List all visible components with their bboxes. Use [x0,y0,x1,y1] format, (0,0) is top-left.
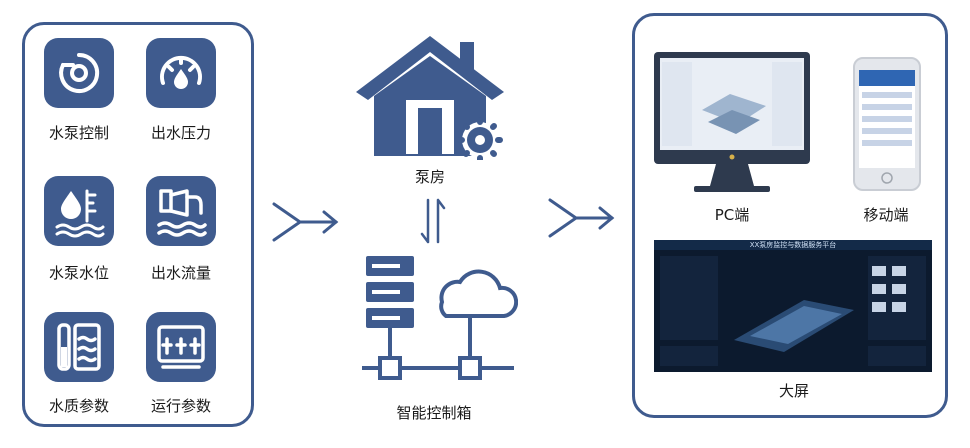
sensor-label: 水泵控制 [48,124,109,142]
operation-params-icon [146,312,216,382]
big-screen-title: XX泵房监控与数据服务平台 [749,241,837,249]
water-quality-icon [44,312,114,382]
pc-monitor-icon [654,52,810,192]
bidirectional-arrow-icon [420,198,446,244]
bigscreen-label: 大屏 [778,382,809,400]
pump-control-icon [44,38,114,108]
flow-arrow-icon [548,198,615,238]
control-box-label: 智能控制箱 [396,404,472,422]
sensor-label: 水泵水位 [48,264,109,282]
pressure-gauge-icon [146,38,216,108]
pump-room-label: 泵房 [414,168,445,186]
sensor-label: 水质参数 [48,397,109,415]
mobile-phone-icon [853,57,921,191]
mobile-label: 移动端 [863,206,909,224]
sensor-label: 出水压力 [150,124,211,142]
flow-arrow-icon [272,202,339,242]
control-box-icon [362,256,518,380]
water-flow-icon [146,176,216,246]
sensor-label: 出水流量 [150,264,211,282]
big-screen-dashboard-icon [654,240,932,372]
water-level-icon [44,176,114,246]
pc-label: PC端 [714,206,750,224]
pump-room-icon [356,36,504,160]
sensor-label: 运行参数 [150,397,211,415]
